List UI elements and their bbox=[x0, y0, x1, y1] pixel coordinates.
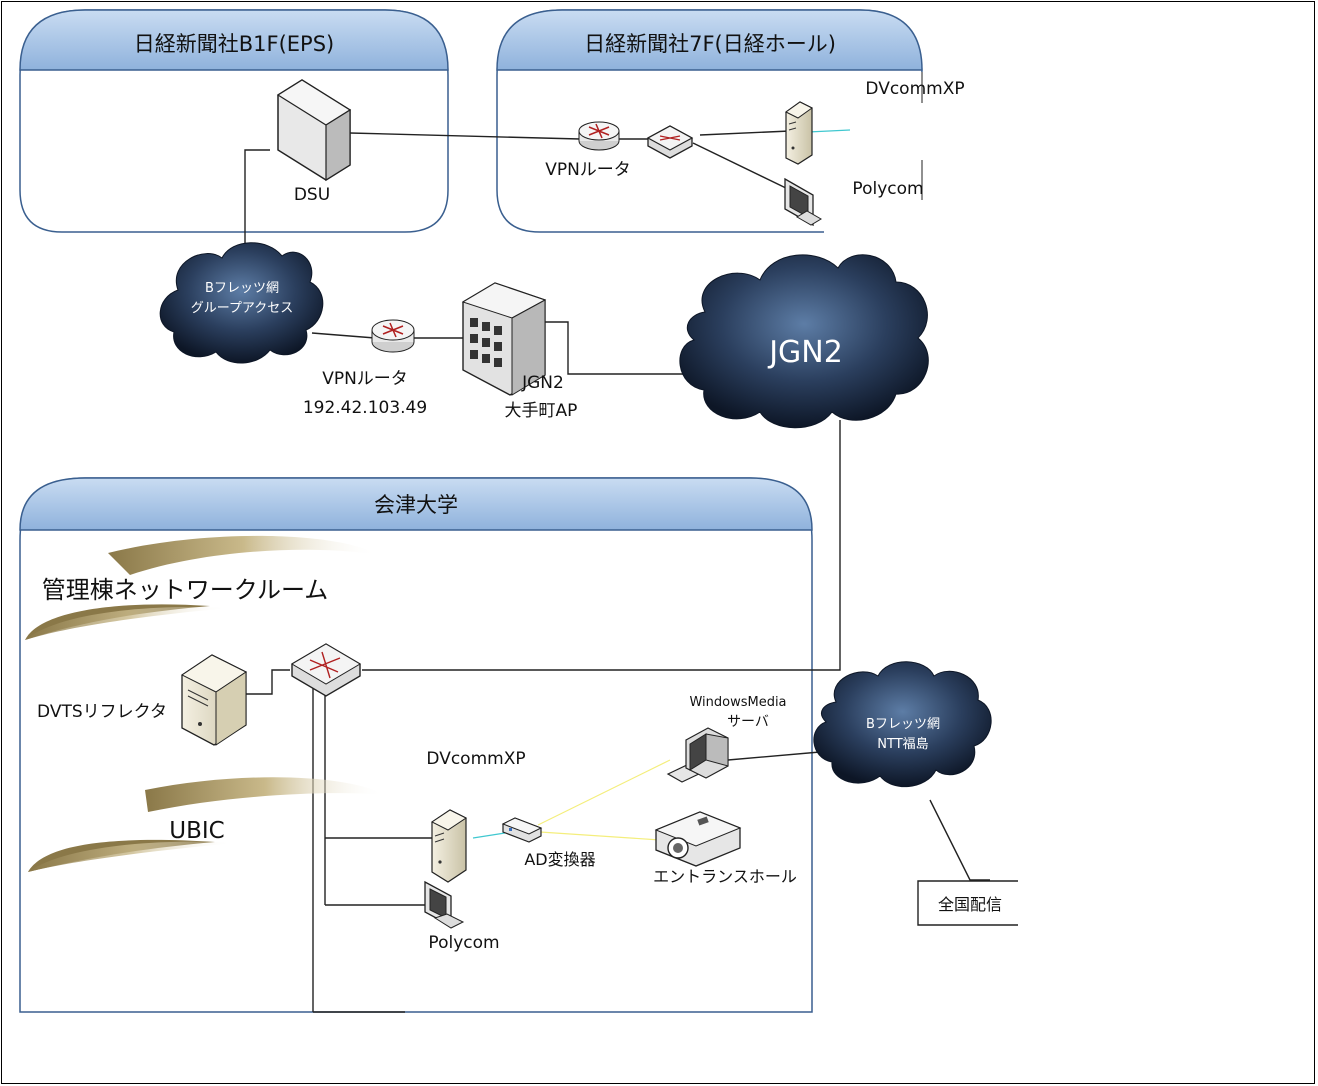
cloud-bflets-ntt-line2: NTT福島 bbox=[877, 737, 928, 752]
room-swoosh-admin bbox=[25, 535, 378, 640]
monitor-icon bbox=[784, 177, 822, 227]
cloud-jgn2-label: JGN2 bbox=[767, 335, 843, 370]
vpn-router-mid-label: VPNルータ bbox=[322, 369, 408, 389]
projector-label: エントランスホール bbox=[653, 867, 797, 886]
cloud-bflets-group-line1: Bフレッツ網 bbox=[205, 281, 279, 296]
network-links bbox=[244, 130, 990, 1013]
cloud-bflets-ntt-icon: Bフレッツ網 NTT福島 bbox=[813, 661, 992, 788]
cloud-bflets-group-line2: グループアクセス bbox=[191, 301, 294, 316]
zone-nikkei-b1f: 日経新聞社B1F(EPS) bbox=[19, 9, 449, 233]
vpn-router-mid-icon bbox=[371, 319, 415, 353]
switch-icon bbox=[646, 125, 694, 159]
video-cables bbox=[472, 129, 851, 841]
dvcommxp-bottom-label: DVcommXP bbox=[426, 749, 525, 769]
jgn2-ap-label-line1: JGN2 bbox=[521, 373, 564, 393]
polycom-bottom-label: Polycom bbox=[428, 933, 499, 953]
room-ubic-label: UBIC bbox=[169, 818, 224, 844]
zone-aizu: 会津大学 bbox=[18, 477, 818, 1021]
ad-converter-label: AD変換器 bbox=[524, 850, 595, 869]
wm-server-label-line1: WindowsMedia bbox=[689, 695, 786, 710]
cloud-bflets-group-icon: Bフレッツ網 グループアクセス bbox=[159, 242, 324, 364]
dvts-reflector-label: DVTSリフレクタ bbox=[37, 702, 167, 722]
zone-title-b1f: 日経新聞社B1F(EPS) bbox=[134, 32, 335, 56]
national-distribution-box: 全国配信 bbox=[917, 880, 1018, 926]
zone-nikkei-7f: 日経新聞社7F(日経ホール) bbox=[496, 9, 964, 237]
ad-converter-icon bbox=[501, 817, 543, 843]
cloud-jgn2-icon: JGN2 bbox=[679, 254, 929, 429]
jgn2-ap-label-line2: 大手町AP bbox=[505, 401, 578, 421]
dvcommxp-top-label: DVcommXP bbox=[865, 79, 964, 99]
projector-icon bbox=[654, 811, 742, 867]
national-distribution-label: 全国配信 bbox=[938, 895, 1002, 914]
cloud-bflets-ntt-line1: Bフレッツ網 bbox=[866, 717, 940, 732]
wm-server-label-line2: サーバ bbox=[727, 714, 769, 730]
vpn-router-ip-label: 192.42.103.49 bbox=[303, 398, 427, 418]
dvcommxp-server-icon bbox=[431, 809, 467, 883]
zone-title-7f: 日経新聞社7F(日経ホール) bbox=[584, 32, 836, 56]
wm-server-computer-icon bbox=[666, 727, 729, 783]
polycom-monitor-icon bbox=[424, 880, 465, 929]
dsu-label: DSU bbox=[294, 185, 330, 205]
main-switch-icon bbox=[291, 643, 361, 697]
room-swoosh-ubic bbox=[28, 777, 385, 872]
room-admin-network-label: 管理棟ネットワークルーム bbox=[42, 576, 329, 604]
dvts-reflector-icon bbox=[181, 654, 247, 746]
dsu-device-icon bbox=[276, 79, 352, 182]
building-icon bbox=[461, 282, 547, 396]
server-icon bbox=[785, 101, 813, 165]
polycom-top-label: Polycom bbox=[852, 179, 923, 199]
vpn-router-top-label: VPNルータ bbox=[545, 160, 631, 180]
vpn-router-icon bbox=[578, 121, 620, 151]
zone-title-aizu: 会津大学 bbox=[374, 493, 458, 517]
